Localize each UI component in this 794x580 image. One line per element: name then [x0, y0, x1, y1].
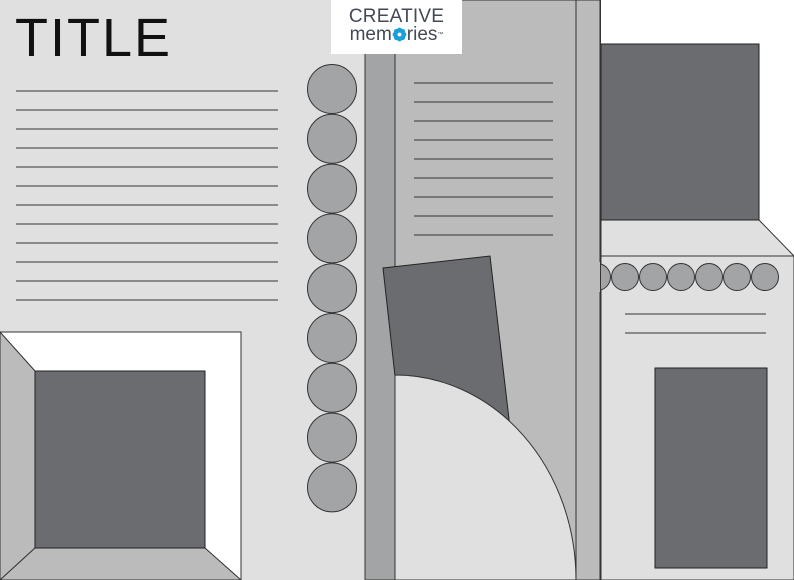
decor-circle [307, 313, 357, 363]
decor-circle [307, 113, 357, 164]
logo-word-part: ries [406, 24, 438, 45]
decor-circle [307, 362, 357, 413]
decor-circle [307, 64, 357, 114]
photo-mat-bottom-bevel [0, 547, 242, 580]
photo-mat-left-bevel [0, 331, 36, 580]
left-circle-column [307, 64, 357, 513]
right-circle-row [577, 262, 779, 292]
middle-journal-lines [414, 82, 553, 236]
decor-circle [723, 263, 751, 291]
decor-circle [639, 263, 667, 291]
logo-trademark: ™ [437, 32, 444, 38]
flower-icon [392, 27, 407, 42]
decor-circle [307, 263, 357, 314]
spine-mask [577, 262, 600, 292]
logo-word-part: mem [349, 24, 392, 45]
right-journal-lines [625, 313, 766, 334]
flower-petal [399, 28, 405, 35]
decor-circle [751, 263, 779, 291]
decor-circle [307, 213, 357, 264]
decor-circle [307, 412, 357, 463]
left-journal-lines [16, 90, 278, 301]
page-title: TITLE [15, 8, 173, 68]
decor-circle [667, 263, 695, 291]
decor-circle [307, 462, 357, 513]
decor-circle [695, 263, 723, 291]
flower-center [397, 32, 402, 37]
decor-circle [307, 163, 357, 214]
photo-placeholder-left [34, 370, 206, 549]
decor-circle [611, 263, 639, 291]
photo-placeholder-right-bottom [654, 367, 768, 569]
photo-placeholder-right-top [600, 43, 760, 221]
quarter-circle-shape [394, 374, 577, 580]
logo-word-creative: CREATIVE [348, 6, 445, 27]
